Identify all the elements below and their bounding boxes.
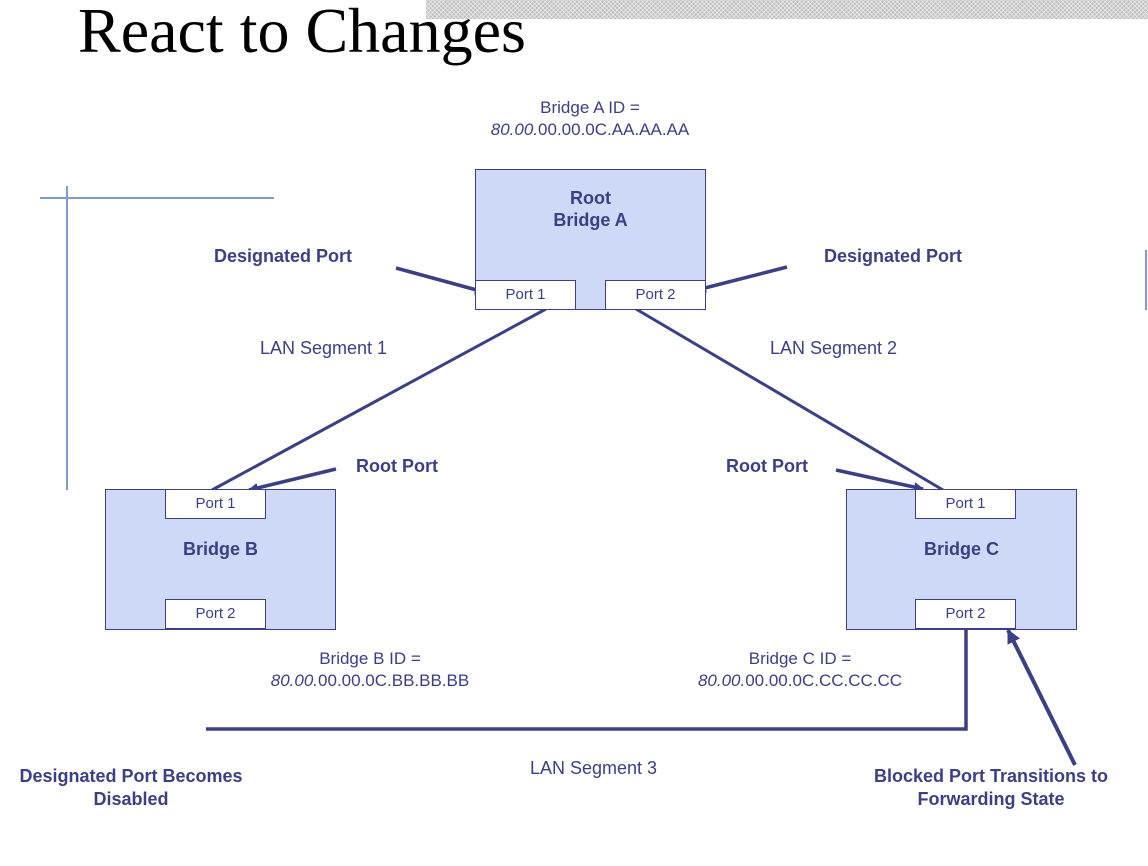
- blocked-port-forwarding-note: Blocked Port Transitions to Forwarding S…: [850, 765, 1132, 811]
- root-bridge-a-label-line1: Root: [570, 188, 611, 208]
- lan-segment-2-label: LAN Segment 2: [770, 338, 898, 358]
- root-bridge-a-label-line2: Bridge A: [553, 210, 628, 230]
- bridge-b-id: Bridge B ID = 80.00.00.00.0C.BB.BB.BB: [250, 648, 490, 692]
- root-port-right-label: Root Port: [726, 456, 808, 476]
- bridge-c-id: Bridge C ID = 80.00.00.00.0C.CC.CC.CC: [680, 648, 920, 692]
- bridge-c-port-2: Port 2: [915, 599, 1016, 629]
- deco-horizontal-rule: [40, 197, 274, 199]
- bridge-c-label: Bridge C: [923, 539, 999, 559]
- arrow-designated-left: [395, 266, 485, 295]
- lan-segment-2-link: [635, 307, 944, 492]
- bridge-c-port-1: Port 1: [915, 489, 1016, 519]
- disabled-note-line1: Designated Port Becomes: [19, 766, 243, 786]
- designated-port-right-label: Designated Port: [824, 246, 963, 266]
- bridge-c-id-prefix: 80.00.: [697, 671, 746, 690]
- root-bridge-a-label: Root Bridge A: [476, 187, 705, 231]
- bridge-c-id-suffix: 00.00.0C.CC.CC.CC: [745, 671, 903, 690]
- arrow-blocked-port: [1006, 629, 1077, 766]
- designated-port-left-label: Designated Port: [214, 246, 353, 266]
- bridge-a-port-2: Port 2: [605, 280, 706, 310]
- bridge-a-id-suffix: 00.00.0C.AA.AA.AA: [538, 120, 690, 139]
- arrow-root-right: [835, 468, 924, 492]
- deco-vertical-rule: [66, 186, 68, 490]
- lan-segment-1-link: [211, 307, 547, 492]
- bridge-c-id-label: Bridge C ID =: [748, 649, 852, 668]
- header-hatch-bar: [426, 0, 1148, 19]
- deco-right-edge-rule: [1145, 250, 1147, 310]
- bridge-b-id-suffix: 00.00.0C.BB.BB.BB: [318, 671, 470, 690]
- forwarding-note-line1: Blocked Port Transitions to: [873, 766, 1109, 786]
- arrow-designated-right: [696, 265, 788, 293]
- designated-port-disabled-note: Designated Port Becomes Disabled: [0, 765, 262, 811]
- bridge-b-port-2: Port 2: [165, 599, 266, 629]
- bridge-a-id-prefix: 80.00.: [490, 120, 539, 139]
- disabled-note-line2: Disabled: [93, 789, 169, 809]
- lan-segment-3-label: LAN Segment 3: [530, 758, 658, 778]
- bridge-b-id-prefix: 80.00.: [270, 671, 319, 690]
- lan-segment-1-label: LAN Segment 1: [260, 338, 388, 358]
- bridge-a-id: Bridge A ID = 80.00.00.00.0C.AA.AA.AA: [470, 97, 710, 141]
- bridge-a-port-1: Port 1: [475, 280, 576, 310]
- forwarding-note-line2: Forwarding State: [917, 789, 1065, 809]
- arrow-root-left: [248, 467, 337, 493]
- root-port-left-label: Root Port: [356, 456, 438, 476]
- bridge-b-id-label: Bridge B ID =: [319, 649, 421, 668]
- bridge-a-id-label: Bridge A ID =: [540, 98, 640, 117]
- bridge-b-port-1: Port 1: [165, 489, 266, 519]
- lan-segment-3-link: [206, 628, 968, 731]
- page-title: React to Changes: [78, 0, 526, 66]
- bridge-b-label: Bridge B: [182, 539, 258, 559]
